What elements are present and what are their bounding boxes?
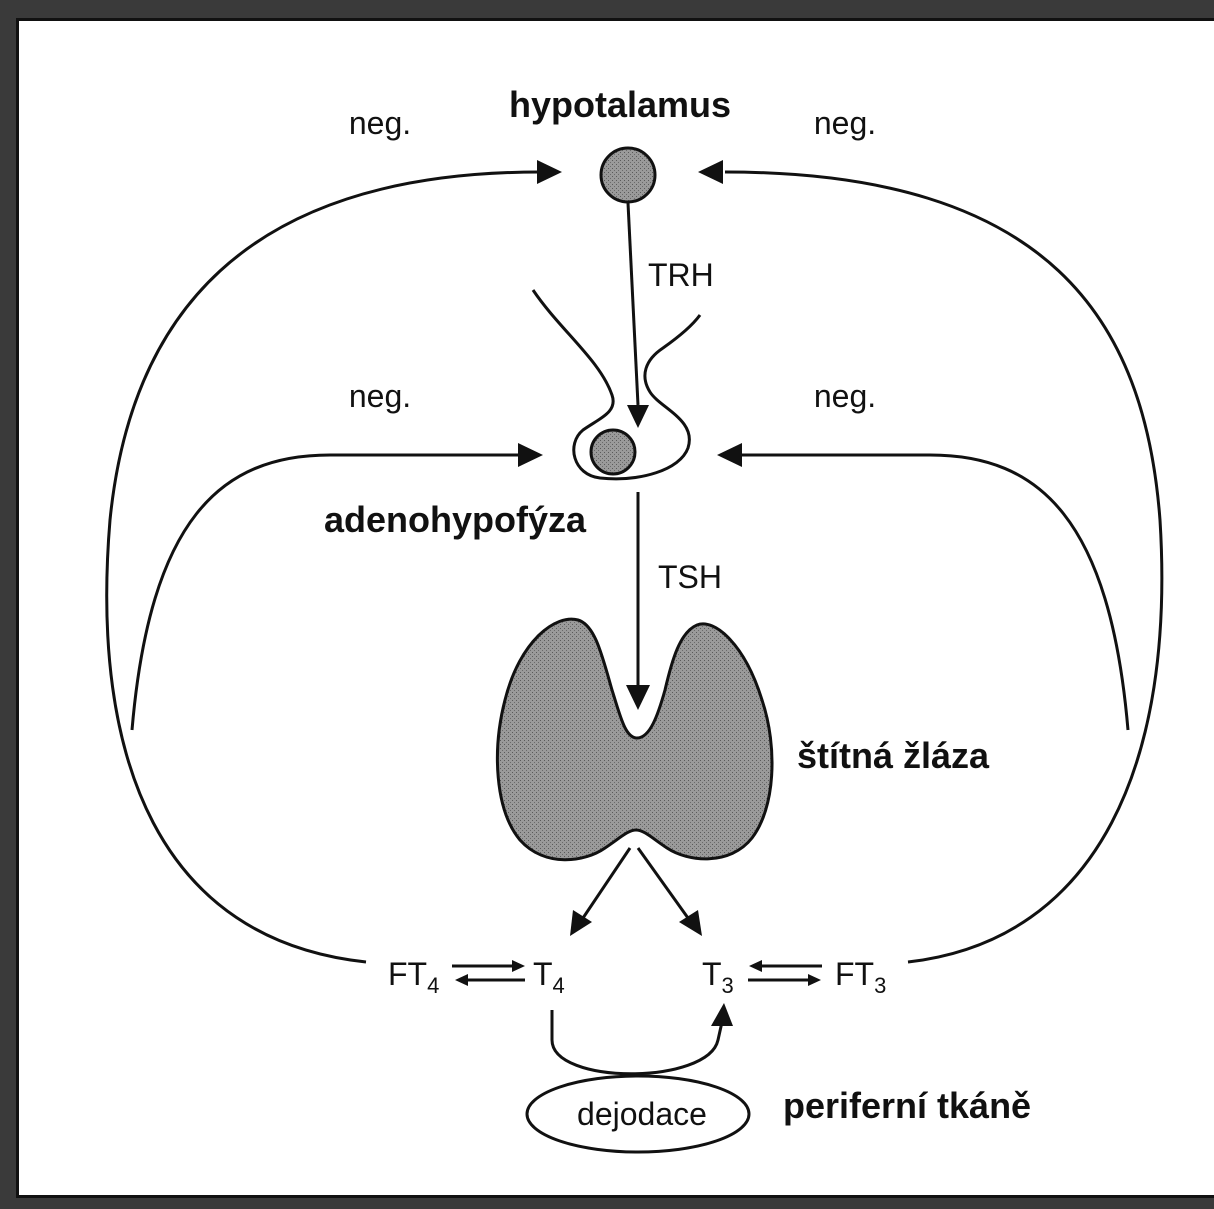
feedback-inner-right — [742, 455, 1128, 730]
deiodination-label: dejodace — [577, 1096, 707, 1132]
thyroid-to-t4-line — [583, 848, 630, 918]
trh-label: TRH — [648, 257, 714, 293]
thyroid-to-t3-line — [638, 848, 688, 918]
trh-arrow-line — [628, 203, 638, 405]
thyroid-to-t4-arrowhead — [570, 910, 592, 936]
adenohypophysis-node — [591, 430, 635, 474]
feedback-inner-right-arrowhead — [717, 443, 742, 467]
hypothalamus-node — [601, 148, 655, 202]
feedback-outer-left-arrowhead — [537, 160, 562, 184]
t4-label: T4 — [533, 956, 565, 998]
feedback-inner-left-arrowhead — [518, 443, 543, 467]
adenohypophysis-label: adenohypofýza — [324, 499, 587, 540]
trh-arrowhead — [627, 405, 649, 428]
neg-label-mid-left: neg. — [349, 378, 411, 414]
neg-label-top-right: neg. — [814, 105, 876, 141]
t3-ft3-equilibrium-icon — [748, 960, 822, 986]
thyroid-label: štítná žláza — [797, 735, 990, 776]
tsh-label: TSH — [658, 559, 722, 595]
peripheral-tissues-label: periferní tkáně — [783, 1085, 1031, 1126]
feedback-outer-left — [107, 172, 540, 962]
hypothalamus-label: hypotalamus — [509, 84, 731, 125]
deiodination-arrow — [552, 1010, 722, 1074]
tsh-arrowhead — [626, 685, 650, 710]
deiodination-arrowhead — [711, 1003, 733, 1026]
t3-label: T3 — [702, 956, 734, 998]
thyroid-to-t3-arrowhead — [679, 910, 702, 936]
feedback-outer-right — [725, 172, 1162, 962]
ft4-label: FT4 — [388, 956, 439, 998]
ft3-label: FT3 — [835, 956, 886, 998]
ft4-t4-equilibrium-icon — [452, 960, 525, 986]
feedback-inner-left — [132, 455, 520, 730]
neg-label-mid-right: neg. — [814, 378, 876, 414]
neg-label-top-left: neg. — [349, 105, 411, 141]
feedback-outer-right-arrowhead — [698, 160, 723, 184]
thyroid-gland — [497, 619, 772, 860]
